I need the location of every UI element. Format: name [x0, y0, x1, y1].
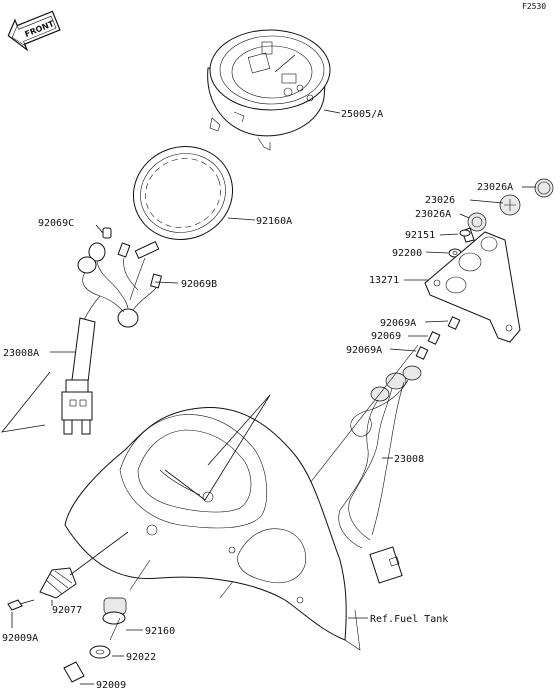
label-speedometer: 25005/A — [341, 109, 383, 120]
figure-code: F2530 — [522, 2, 546, 11]
right-sockets — [389, 316, 461, 360]
label-cap-mid: 23026 — [425, 195, 455, 206]
label-cap-a-top: 23026A — [477, 182, 513, 193]
label-socket-b: 92069B — [181, 279, 217, 290]
label-cap-a-low: 23026A — [415, 209, 451, 220]
label-socket: 92069 — [371, 331, 401, 342]
label-socket-c: 92069C — [38, 218, 74, 229]
label-plug: 92077 — [52, 605, 82, 616]
label-bolt: 92009 — [96, 680, 126, 691]
label-socket-a-top: 92069A — [380, 318, 416, 329]
left-harness — [1, 224, 179, 435]
front-arrow-icon: FRONT — [7, 10, 61, 52]
label-screw-a: 92009A — [2, 633, 38, 644]
label-fuel-tank: Ref.Fuel Tank — [370, 614, 448, 625]
label-bracket: 13271 — [369, 275, 399, 286]
label-collar: 92022 — [126, 652, 156, 663]
label-screw: 92151 — [405, 230, 435, 241]
speedometer — [207, 29, 341, 151]
label-ring: 92160A — [256, 216, 292, 227]
screw-and-washer — [425, 227, 475, 258]
right-harness — [219, 344, 422, 599]
label-socket-a-low: 92069A — [346, 345, 382, 356]
bottom-parts — [7, 531, 151, 685]
label-harness-left: 23008A — [3, 348, 39, 359]
label-washer: 92200 — [392, 248, 422, 259]
indicator-caps — [459, 178, 554, 232]
bracket — [404, 231, 521, 343]
label-grommet: 92160 — [145, 626, 175, 637]
meter-ring — [132, 146, 256, 240]
fuel-tank-console — [64, 394, 368, 651]
label-harness-right: 23008 — [394, 454, 424, 465]
